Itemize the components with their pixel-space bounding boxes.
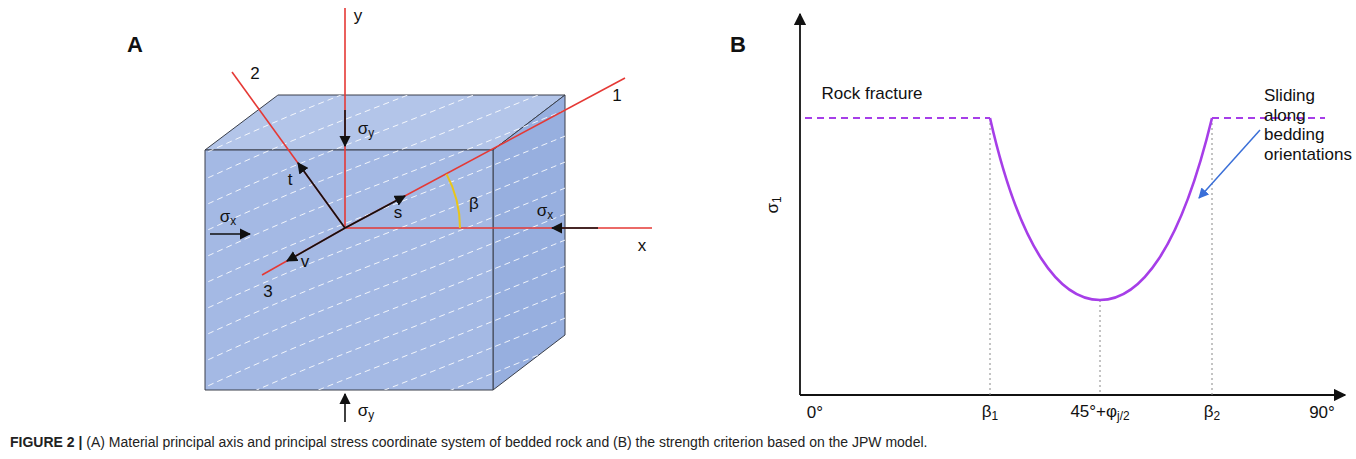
figure-label: v bbox=[301, 252, 310, 272]
chart-axes bbox=[800, 14, 1345, 395]
figure-label: Rock fracture bbox=[821, 84, 922, 104]
figure-label: Sliding along bedding orientations bbox=[1264, 86, 1356, 164]
figure-label: 2 bbox=[250, 64, 259, 84]
bedding-line bbox=[190, 182, 580, 342]
rock-cube bbox=[190, 0, 580, 459]
bedding-line bbox=[190, 78, 580, 238]
figure-label: β bbox=[469, 194, 479, 214]
figure-label: σ1 bbox=[763, 196, 785, 213]
panel-letter: A bbox=[127, 32, 143, 57]
bedding-line bbox=[190, 0, 580, 134]
figure-label: β1 bbox=[982, 402, 998, 424]
bedding-line bbox=[190, 208, 580, 368]
strength-curve bbox=[805, 118, 1325, 300]
figure-label: σy bbox=[358, 119, 374, 141]
figure-label: s bbox=[394, 203, 403, 223]
figure-label: σx bbox=[537, 201, 553, 223]
pointer-arrow bbox=[1199, 130, 1260, 198]
figure-label: x bbox=[638, 236, 647, 256]
figure-label: 45°+φj/2 bbox=[1070, 402, 1129, 424]
bedding-line bbox=[190, 234, 580, 394]
bedding-line bbox=[190, 156, 580, 316]
figure-label: σx bbox=[220, 207, 236, 229]
stress-arrows bbox=[210, 110, 598, 422]
bedding-line bbox=[190, 260, 580, 420]
beta-arc bbox=[447, 174, 461, 228]
figure-label: t bbox=[288, 170, 293, 190]
figure-label: 1 bbox=[612, 86, 621, 106]
bedding-line bbox=[190, 104, 580, 264]
figure-label: 90° bbox=[1309, 403, 1335, 423]
bedding-line bbox=[190, 286, 580, 446]
bedding-line bbox=[190, 130, 580, 290]
coordinate-axes bbox=[232, 8, 652, 275]
guide-lines bbox=[990, 118, 1212, 395]
figure-label: y bbox=[354, 6, 363, 26]
figure-label: 3 bbox=[263, 282, 272, 302]
bedding-line bbox=[190, 0, 580, 160]
figure-caption: FIGURE 2 | (A) Material principal axis a… bbox=[10, 434, 1346, 450]
panel-letter: B bbox=[730, 32, 746, 57]
bedding-lines bbox=[190, 0, 580, 459]
bedding-line bbox=[190, 26, 580, 186]
figure-label: 0° bbox=[807, 403, 823, 423]
figure-label: σy bbox=[358, 401, 374, 423]
figure-label: β2 bbox=[1204, 402, 1220, 424]
bedding-line bbox=[190, 52, 580, 212]
